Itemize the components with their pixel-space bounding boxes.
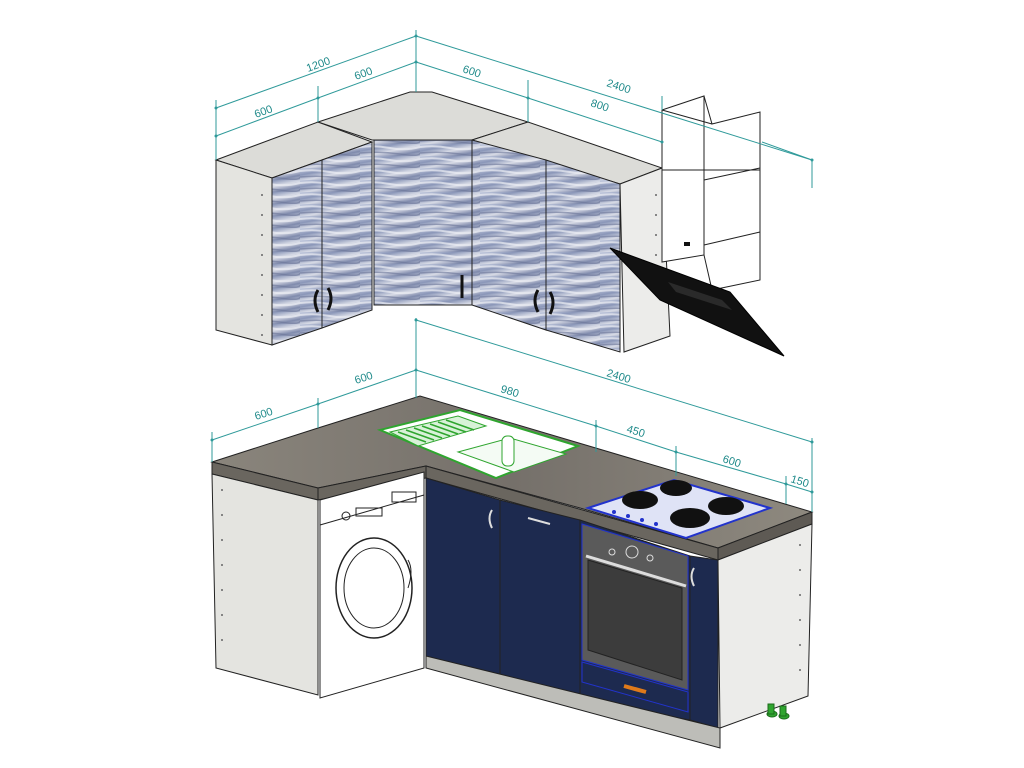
upper-left-door-2 [321, 141, 373, 329]
oven [581, 523, 689, 713]
burner-icon [622, 491, 658, 509]
dim-label: 600 [253, 103, 274, 121]
dim-label: 150 [789, 473, 810, 490]
oven-knob-icon [608, 548, 616, 556]
lower-handle-icon [527, 517, 551, 525]
dim-label: 600 [461, 63, 482, 80]
dim-label: 1200 [305, 55, 332, 75]
sink [376, 408, 582, 480]
lower-cabinets [210, 395, 814, 749]
dim-label: 2400 [605, 367, 632, 386]
lower-sink-door-1 [425, 477, 501, 681]
dim-label: 600 [353, 370, 374, 387]
upper-handle-icon [326, 287, 333, 311]
lower-right-side [717, 523, 813, 729]
dim-label: 600 [721, 453, 742, 470]
upper-cabinets [214, 91, 671, 353]
washer-door-icon [335, 537, 413, 639]
washing-machine [319, 471, 425, 699]
faucet-icon [501, 435, 515, 467]
lower-right-door [689, 555, 719, 729]
lower-dimensions: 600 600 980 450 600 150 2400 [210, 318, 814, 512]
lower-sink-door-2 [499, 499, 581, 701]
lower-handle-icon [488, 509, 493, 529]
upper-right-door-2 [545, 159, 621, 353]
drawer-handle-icon [623, 684, 647, 694]
lower-handle-icon [690, 567, 695, 587]
lower-left-side [211, 473, 319, 696]
burner-icon [708, 497, 744, 515]
burner-icon [670, 508, 710, 528]
oven-knob-icon [646, 554, 654, 562]
hood-visor [609, 247, 785, 357]
upper-left-side [215, 159, 273, 346]
cabinet-legs-icon [766, 703, 790, 720]
plinth [425, 655, 721, 749]
burner-icon [660, 480, 692, 496]
dim-label: 600 [253, 406, 274, 423]
oven-knob-icon [625, 545, 639, 559]
dim-label: 980 [499, 383, 520, 400]
upper-left-door-1 [271, 159, 323, 346]
hob [584, 478, 774, 540]
lower-side-holes [221, 489, 801, 671]
upper-corner-door [373, 139, 473, 306]
dim-label: 600 [353, 65, 374, 83]
dim-label: 800 [589, 97, 610, 114]
washer-knob-icon [341, 511, 351, 521]
range-hood [609, 95, 785, 357]
dim-label: 2400 [605, 77, 632, 96]
upper-right-side [619, 167, 671, 353]
dim-label: 450 [625, 423, 646, 440]
upper-handle-icon [548, 291, 555, 315]
upper-handle-icon [533, 289, 540, 313]
upper-handle-icon [313, 289, 320, 313]
